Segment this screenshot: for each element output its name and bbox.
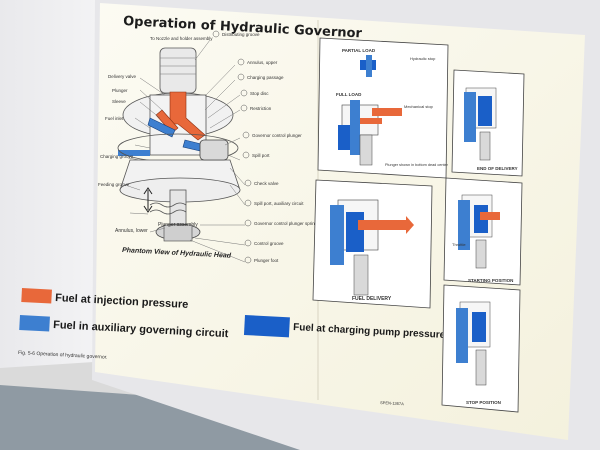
label-plunger-assembly: Plunger assembly: [158, 222, 198, 228]
panel-end-of-delivery: END OF DELIVERY: [451, 69, 525, 177]
nozzle-holder: [159, 47, 197, 94]
label-annulus-lower: Annulus, lower: [115, 228, 148, 234]
callout-spill-port: Spill port: [242, 151, 270, 159]
callout-restriction: Restriction: [240, 104, 272, 112]
callout-check-valve: Check valve: [244, 179, 279, 187]
figure-caption: Fig. 5-6 Operation of hydraulic governor…: [18, 350, 108, 361]
panel-end-title: END OF DELIVERY: [477, 166, 518, 171]
label-feeding-groove: Feeding groove: [98, 182, 130, 187]
panel-starting-position: Throttle STARTING POSITION: [443, 177, 523, 286]
callout-governor-control: Governor control plunger: [242, 131, 302, 139]
svg-text:Governor control plunger: Governor control plunger: [252, 133, 302, 138]
callout-charging-passage: Charging passage: [237, 73, 284, 81]
svg-text:Governor control plunger sprin: Governor control plunger spring: [254, 221, 318, 226]
panel-stop-title: STOP POSITION: [466, 400, 501, 405]
callout-control-groove: Control groove: [244, 239, 284, 247]
panel-stop-position: STOP POSITION: [441, 284, 521, 413]
part-number: SPEN-1367A: [380, 400, 404, 406]
plunger-spring: [149, 202, 187, 208]
panel-full-title: FULL LOAD: [336, 92, 362, 97]
motion-arrow: [143, 187, 153, 213]
svg-text:Distributing groove: Distributing groove: [222, 32, 260, 37]
svg-text:Spill port: Spill port: [252, 153, 270, 158]
callout-stop-disc: Stop disc: [240, 89, 269, 97]
panel-delivery-title: FUEL DELIVERY: [352, 296, 392, 302]
callout-spill-aux: Spill port, auxiliary circuit: [244, 199, 304, 207]
panel-full-note-stop: Mechanical stop: [404, 104, 434, 109]
panel-fuel-delivery: FUEL DELIVERY: [312, 179, 433, 309]
legend-swatch-injection: [21, 288, 52, 304]
callout-annulus-upper: Annulus, upper: [237, 58, 278, 66]
label-fuel-inlet: Fuel inlet: [105, 116, 124, 121]
label-sleeve: Sleeve: [112, 99, 126, 104]
panel-load: PARTIAL LOAD Hydraulic stop FULL LOAD Me…: [317, 37, 449, 179]
legend-swatch-charging: [243, 315, 290, 338]
callout-plunger-spring: Governor control plunger spring: [244, 219, 318, 227]
panel-full-note-plunger: Plunger shown in bottom dead center: [385, 163, 449, 167]
right-labels: Distributing groove Annulus, upper Charg…: [212, 30, 318, 264]
label-delivery-valve: Delivery valve: [108, 74, 137, 79]
label-charging-groove: Charging groove: [100, 154, 134, 159]
leader-lines: [124, 39, 246, 263]
svg-text:Check valve: Check valve: [254, 181, 279, 186]
svg-text:Restriction: Restriction: [250, 106, 272, 111]
svg-text:Control groove: Control groove: [254, 241, 284, 246]
svg-text:Stop disc: Stop disc: [250, 91, 269, 96]
legend-swatch-auxiliary: [19, 315, 50, 332]
svg-text:Annulus, upper: Annulus, upper: [247, 60, 278, 65]
panel-starting-title: STARTING POSITION: [468, 278, 513, 283]
panel-starting-note: Throttle: [452, 242, 466, 247]
panel-partial-note: Hydraulic stop: [410, 56, 436, 61]
control-plunger: [199, 139, 229, 161]
svg-text:Charging passage: Charging passage: [247, 75, 284, 80]
svg-text:Spill port, auxiliary circuit: Spill port, auxiliary circuit: [254, 201, 304, 206]
hydraulic-head-cutaway: [117, 47, 241, 242]
label-plunger: Plunger: [112, 88, 128, 93]
label-to-nozzle: To Nozzle and holder assembly: [150, 36, 213, 41]
callout-distributing: Distributing groove: [212, 30, 260, 38]
left-labels: To Nozzle and holder assembly Delivery v…: [98, 36, 213, 234]
auxiliary-passage: [147, 117, 176, 138]
callout-plunger-foot: Plunger foot: [244, 256, 279, 264]
panel-partial-title: PARTIAL LOAD: [342, 48, 376, 53]
svg-text:Plunger foot: Plunger foot: [254, 258, 279, 263]
